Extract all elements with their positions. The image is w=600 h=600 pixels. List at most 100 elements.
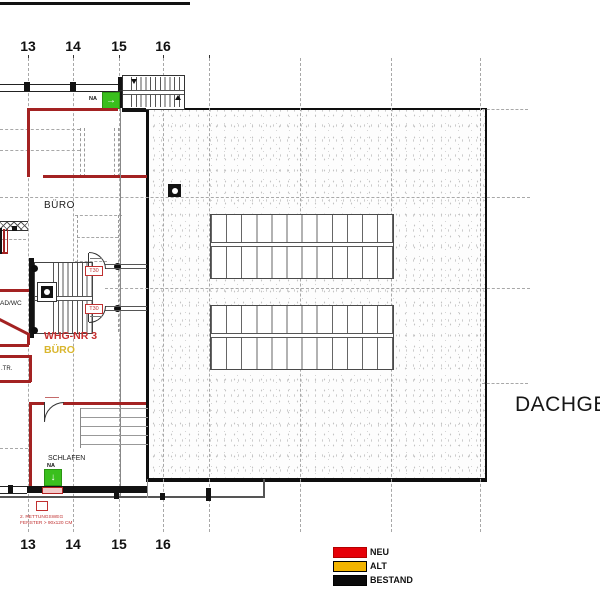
rescue-route-note: 2. RETTUNGSWEG FENSTER > 90x120 CM	[20, 515, 72, 527]
edge-line-below	[147, 479, 148, 498]
fire-door-tag: T30	[85, 304, 103, 314]
edge-line-below	[0, 496, 264, 498]
grid-line	[300, 58, 301, 532]
grid-tick	[209, 55, 210, 60]
fire-door-tag: T30	[85, 266, 103, 276]
grid-label-top-14: 14	[65, 38, 81, 54]
exit-arrow-right-icon: →	[106, 95, 116, 106]
door-leaf	[88, 306, 89, 322]
wall-neu	[2, 252, 8, 254]
stair-treads	[131, 94, 181, 107]
column	[70, 82, 76, 91]
wall-neu	[29, 355, 32, 382]
wall-neu	[27, 333, 30, 345]
grid-label-top-13: 13	[20, 38, 36, 54]
stair-arrow-icon	[175, 95, 181, 100]
wall-neu	[6, 229, 8, 253]
legend-swatch-alt	[333, 560, 367, 572]
grid-line-h	[0, 448, 28, 449]
chimney-flue	[171, 187, 178, 194]
wall-neu	[0, 355, 31, 358]
legend-swatch-neu	[333, 546, 367, 558]
wall-neu	[0, 289, 29, 292]
grid-label-bottom-13: 13	[20, 536, 36, 552]
door-arc	[44, 402, 64, 422]
wall-neu	[27, 108, 118, 111]
wall-existing	[105, 306, 147, 311]
grid-tick	[163, 55, 164, 60]
grid-label-bottom-15: 15	[111, 536, 127, 552]
legend: NEU ALT BESTAND	[333, 545, 413, 587]
room-label-badwc: AD/WC	[0, 300, 22, 307]
wall-neu	[43, 175, 147, 178]
sheet-edge-line	[0, 2, 190, 5]
grid-line	[209, 58, 210, 532]
room-label-schlafen: SCHLAFEN	[48, 455, 86, 462]
elevator-icon	[37, 282, 57, 302]
column-dot	[114, 305, 121, 312]
wall-neu-diagonal	[0, 318, 30, 336]
skylight-ridge-line	[211, 242, 393, 247]
column	[24, 82, 30, 91]
grid-line-h	[0, 150, 80, 151]
column	[12, 226, 17, 231]
chimney-icon	[168, 184, 181, 197]
wall-bestand-bottom	[27, 486, 147, 493]
window-tag-box	[36, 501, 48, 511]
grid-line-h	[0, 129, 80, 130]
wall-bestand	[122, 108, 146, 112]
grid-line	[480, 58, 481, 532]
grid-line-h	[482, 109, 528, 110]
stair-arrow-icon	[131, 79, 137, 84]
wall-neu	[3, 229, 5, 253]
wall-neu	[29, 402, 44, 405]
grid-line-13	[28, 58, 29, 532]
staircase-top	[122, 75, 185, 110]
wall-existing	[105, 264, 147, 269]
na-label-bottom: NA	[47, 463, 55, 469]
column	[160, 493, 165, 500]
wall-neu	[0, 380, 31, 383]
dashed-wall	[118, 215, 119, 332]
wall-neu	[27, 108, 30, 177]
legend-label-alt: ALT	[370, 561, 387, 571]
stair-landing-line	[35, 296, 92, 301]
grid-line-h	[105, 288, 530, 289]
grid-line-15	[119, 58, 120, 532]
grid-label-top-16: 16	[155, 38, 171, 54]
floor-title: DACHGES	[515, 393, 600, 416]
grid-tick	[119, 55, 120, 60]
skylight-bank-lower	[210, 305, 394, 370]
wall-neu	[0, 344, 29, 347]
grid-line-h	[0, 197, 530, 198]
grid-line-h	[0, 239, 26, 240]
grid-label-bottom-16: 16	[155, 536, 171, 552]
legend-swatch-bestand	[333, 574, 367, 586]
micro-annotation	[45, 397, 59, 398]
grid-line-h	[77, 237, 118, 238]
exit-arrow-down-icon: ↓	[50, 472, 56, 483]
lower-stair-treads	[80, 408, 148, 448]
room-label-buero: BÜRO	[44, 200, 75, 211]
grid-line-h	[75, 215, 122, 216]
wall-neu	[63, 402, 146, 405]
column	[0, 228, 2, 254]
door-leaf	[44, 402, 45, 421]
rescue-route-line1: 2. RETTUNGSWEG	[20, 515, 64, 520]
exit-sign-bottom: ↓	[44, 469, 62, 486]
grid-tick	[73, 55, 74, 60]
rescue-route-line2: FENSTER > 90x120 CM	[20, 521, 73, 527]
room-label-tr: .TR.	[1, 366, 13, 372]
apartment-label: WHG-NR 3	[44, 330, 98, 342]
dashed-wall	[114, 128, 115, 177]
skylight-ridge-line	[211, 333, 393, 338]
column-dot	[31, 265, 38, 272]
dashed-wall	[80, 128, 81, 177]
grid-label-top-15: 15	[111, 38, 127, 54]
grid-label-bottom-14: 14	[65, 536, 81, 552]
legend-label-bestand: BESTAND	[370, 575, 413, 585]
skylight-bank-upper	[210, 214, 394, 279]
column	[114, 492, 119, 499]
column	[8, 485, 13, 493]
